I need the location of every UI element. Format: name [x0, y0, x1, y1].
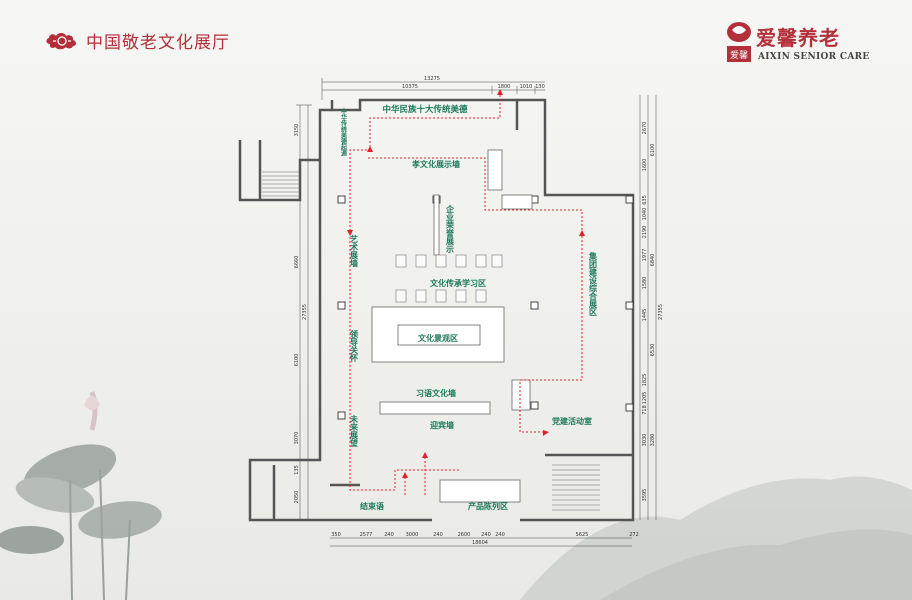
walls: [238, 98, 635, 522]
display-fixtures: [371, 149, 533, 503]
dim-bottom-total: 18604: [472, 540, 488, 546]
zone-label-landscape: 文化景观区: [418, 333, 458, 343]
zone-label-group: 集团建设综合展区: [588, 251, 598, 317]
zone-label-filial: 孝文化展示墙: [411, 159, 460, 169]
dim-right-2: 1600: [642, 159, 648, 172]
brand-name-cn: 爱馨养老: [756, 26, 840, 50]
dim-right-9: 1445: [642, 309, 648, 322]
dim-right-12: 1205: [642, 392, 648, 405]
dim-bottom-5: 2600: [458, 532, 471, 538]
dim-right-3: 635: [642, 195, 648, 205]
dim-bottom-6b: 240: [495, 532, 505, 538]
zone-label-study: 文化传承学习区: [430, 278, 486, 288]
zone-label-party: 党建活动室: [552, 416, 592, 426]
zone-label-welcome: 迎宾墙: [430, 420, 454, 430]
zone-label-leader: 领导关怀: [350, 329, 359, 363]
dim-right-8: 1580: [642, 277, 648, 290]
dim-top-total: 13275: [424, 76, 440, 82]
dim-right-1: 6100: [650, 144, 656, 157]
brand-seal-text: 爱馨: [730, 49, 748, 61]
dim-bottom-1: 2577: [360, 532, 373, 538]
dim-left-2: 27355: [302, 304, 308, 320]
zone-label-xi: 习语文化墙: [416, 388, 456, 398]
dim-right-11: 1825: [642, 374, 648, 387]
dim-left-5: 135: [294, 465, 300, 475]
dim-right-0: 2670: [642, 122, 648, 135]
zone-label-virtues: 中华民族十大传统美德: [382, 104, 468, 115]
zone-label-future: 未来展望: [349, 414, 359, 448]
dim-right-6: 1977: [642, 249, 648, 262]
dim-top-1: 10375: [402, 84, 418, 90]
route-arrows: [347, 89, 585, 478]
mountain-ink-decoration: [520, 476, 912, 600]
visitor-route: [349, 95, 583, 495]
dim-bottom-3: 3000: [406, 532, 419, 538]
dim-right-10: 6530: [650, 344, 656, 357]
dim-left-0: 3150: [294, 124, 300, 137]
zone-label-closing: 结束语: [360, 501, 384, 511]
dim-top-4: 130: [535, 84, 545, 90]
dim-left-1: 6660: [294, 256, 300, 269]
zone-label-origin: 中华传统美德起源: [340, 107, 348, 157]
dim-right-13: 718: [642, 405, 648, 415]
dim-right-17: 3595: [642, 489, 648, 502]
dim-right-15: 3280: [650, 434, 656, 447]
dim-left-4: 3070: [294, 432, 300, 445]
dim-top-3: 1010: [520, 84, 533, 90]
zone-label-product: 产品陈列区: [468, 501, 508, 511]
brand-logo: 爱馨 爱馨养老 AIXIN SENIOR CARE: [724, 20, 884, 70]
brand-seal-icon: 爱馨: [727, 22, 751, 62]
dim-right-4: 1040: [642, 208, 648, 221]
brand-name-en: AIXIN SENIOR CARE: [758, 52, 870, 62]
dim-bottom-0: 350: [331, 532, 341, 538]
dim-bottom-7: 5625: [576, 532, 589, 538]
dim-left-3: 6100: [294, 354, 300, 367]
dim-right-7: 6840: [650, 254, 656, 267]
dim-left-6: 2050: [294, 491, 300, 504]
dim-right-5: 2190: [642, 226, 648, 239]
cloud-emblem-icon: [46, 32, 76, 49]
dim-right-16: 27355: [658, 304, 664, 320]
dim-top-2: 1800: [498, 84, 511, 90]
stairs-bottom-right: [552, 464, 600, 511]
dim-bottom-4: 240: [433, 532, 443, 538]
exhibit-title: 中国敬老文化展厅: [86, 33, 230, 53]
dim-right-14: 3030: [642, 434, 648, 447]
exhibit-header: 中国敬老文化展厅: [44, 28, 230, 53]
dim-bottom-6: 240: [481, 532, 491, 538]
lotus-painting-decoration: [0, 391, 162, 600]
zone-label-art: 艺术展墙: [350, 234, 359, 268]
stairs-top-left: [262, 171, 300, 197]
dim-bottom-8: 272: [629, 532, 639, 538]
dim-bottom-2: 240: [384, 532, 394, 538]
study-seats: [395, 254, 503, 303]
zone-label-enterprise: 企业荣誉展示: [445, 204, 455, 254]
